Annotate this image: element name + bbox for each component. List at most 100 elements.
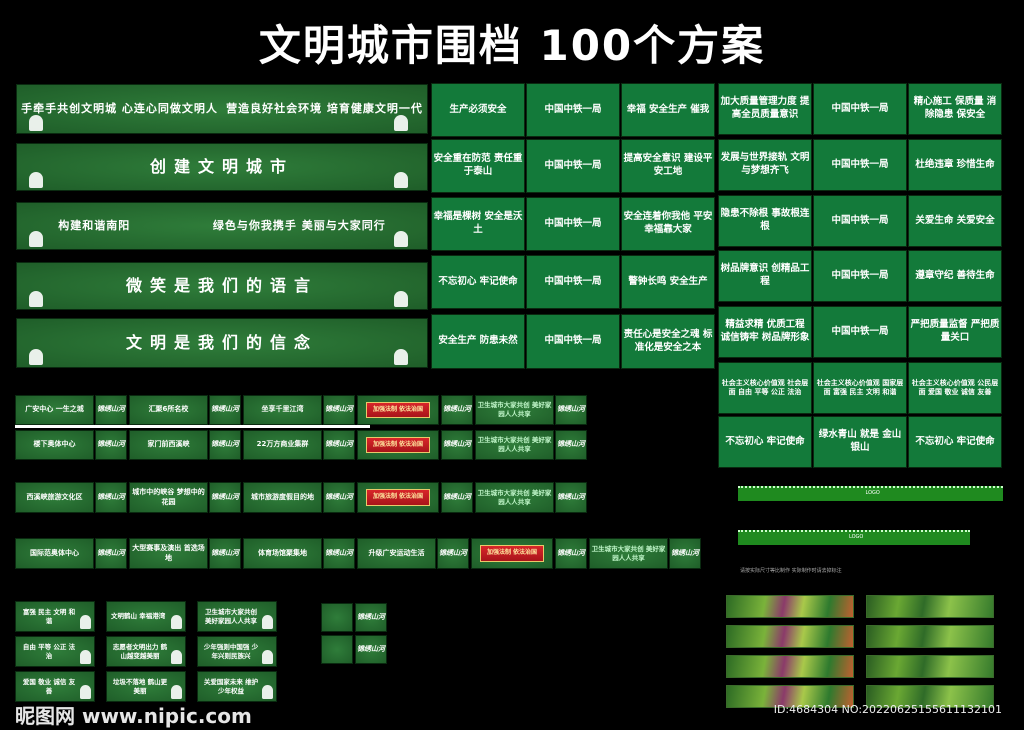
panel-text: 中国中铁一局 bbox=[831, 158, 889, 170]
safety-panel: 社会主义核心价值观 社会层面 自由 平等 公正 法治 bbox=[718, 362, 812, 414]
panel-text: 锦绣山河 bbox=[443, 440, 471, 449]
panel-text: 精心施工 保质量 消除隐患 保安全 bbox=[913, 96, 997, 120]
hoarding-panel: 大型赛事及演出 首选场地 bbox=[129, 538, 208, 569]
plant-wall-photo bbox=[866, 655, 994, 678]
silhouette-icon bbox=[394, 115, 409, 131]
silhouette-icon bbox=[29, 349, 44, 365]
panel-text: 不忘初心 牢记使命 bbox=[915, 435, 995, 447]
logo-panel: 锦绣山河 bbox=[441, 430, 473, 460]
page-title: 文明城市围档 100个方案 bbox=[258, 21, 766, 70]
safety-panel: 中国中铁一局 bbox=[813, 306, 907, 358]
silhouette-icon bbox=[29, 291, 44, 307]
logo-panel: 锦绣山河 bbox=[323, 482, 355, 513]
silhouette-icon bbox=[170, 650, 182, 664]
plant-wall-photo bbox=[866, 625, 994, 648]
slogan-panel: 卫生城市大家共创 美好家园人人共享 bbox=[475, 482, 554, 513]
panel-text: 安全连着你我他 平安幸福靠大家 bbox=[623, 211, 713, 235]
silhouette-icon bbox=[394, 349, 409, 365]
safety-panel: 树品牌意识 创精品工程 bbox=[718, 250, 812, 302]
plant-wall-photo bbox=[726, 655, 854, 678]
civic-panel: 卫生城市大家共创 美好家园人人共享 bbox=[197, 601, 277, 632]
silhouette-icon bbox=[261, 650, 273, 664]
hoarding-panel: 国际范奥体中心 bbox=[15, 538, 94, 569]
slogan-banner: 创建文明城市 bbox=[16, 143, 428, 191]
divider-line bbox=[15, 425, 370, 428]
silhouette-icon bbox=[261, 615, 273, 629]
safety-panel: 绿水青山 就是 金山银山 bbox=[813, 416, 907, 468]
panel-text: 广安中心 一生之城 bbox=[25, 405, 84, 414]
panel-text: 营造良好社会环境 培育健康文明一代 bbox=[226, 101, 423, 115]
panel-text: 提高安全意识 建设平安工地 bbox=[623, 153, 713, 177]
silhouette-icon bbox=[170, 615, 182, 629]
panel-text: 卫生城市大家共创 美好家园人人共享 bbox=[205, 607, 257, 625]
panel-text: 树品牌意识 创精品工程 bbox=[720, 263, 810, 287]
panel-text: 城市中的峡谷 梦想中的花园 bbox=[132, 488, 205, 506]
panel-text: 卫生城市大家共创 美好家园人人共享 bbox=[591, 544, 666, 562]
panel-text: 中国中铁一局 bbox=[544, 335, 602, 347]
logo-panel: 锦绣山河 bbox=[441, 482, 473, 513]
logo-panel: 锦绣山河 bbox=[209, 482, 241, 513]
plant-wall-photo bbox=[726, 685, 854, 708]
panel-text: 垃圾不落地 鹤山更美丽 bbox=[112, 677, 168, 695]
wall-label: LOGO bbox=[849, 534, 864, 540]
safety-panel: 生产必须安全 bbox=[431, 83, 525, 137]
plant-wall-photo bbox=[866, 685, 994, 708]
safety-panel: 发展与世界接轨 文明与梦想齐飞 bbox=[718, 139, 812, 191]
logo-panel: 锦绣山河 bbox=[555, 538, 587, 569]
panel-text: 锦绣山河 bbox=[443, 492, 471, 501]
panel-text: 文明是我们的信念 bbox=[125, 333, 318, 353]
panel-text: 西溪峡旅游文化区 bbox=[26, 492, 83, 501]
panel-text: 中国中铁一局 bbox=[544, 103, 602, 115]
safety-panel: 精益求精 优质工程 诚信铸牢 树品牌形象 bbox=[718, 306, 812, 358]
logo-panel: 锦绣山河 bbox=[95, 482, 127, 513]
silhouette-icon bbox=[394, 172, 409, 188]
panel-text: 社会主义核心价值观 国家层面 富强 民主 文明 和谐 bbox=[816, 378, 904, 396]
civic-panel: 关爱国家未来 维护少年权益 bbox=[197, 671, 277, 702]
hoarding-panel: 西溪峡旅游文化区 bbox=[15, 482, 94, 513]
safety-panel: 中国中铁一局 bbox=[526, 83, 620, 137]
panel-text: 城市旅游度假目的地 bbox=[251, 492, 314, 501]
slogan-panel: 卫生城市大家共创 美好家园人人共享 bbox=[475, 395, 554, 425]
safety-panel: 安全连着你我他 平安幸福靠大家 bbox=[621, 197, 715, 251]
civic-panel: 垃圾不落地 鹤山更美丽 bbox=[106, 671, 186, 702]
hoarding-panel: 升级广安运动生活 bbox=[357, 538, 436, 569]
panel-text: 锦绣山河 bbox=[325, 492, 353, 501]
panel-text: 社会主义核心价值观 社会层面 自由 平等 公正 法治 bbox=[721, 378, 809, 396]
panel-text: 责任心是安全之魂 标准化是安全之本 bbox=[623, 328, 713, 353]
safety-panel: 不忘初心 牢记使命 bbox=[431, 255, 525, 309]
panel-text: 中国中铁一局 bbox=[831, 325, 889, 337]
civic-panel: 爱国 敬业 诚信 友善 bbox=[15, 671, 95, 702]
logo-panel: 锦绣山河 bbox=[209, 430, 241, 460]
panel-text: 幸福 安全生产 催我 bbox=[626, 103, 710, 115]
hoarding-panel: 体育场馆聚集地 bbox=[243, 538, 322, 569]
safety-panel: 中国中铁一局 bbox=[813, 250, 907, 302]
panel-text: 锦绣山河 bbox=[325, 405, 353, 414]
panel-text: 社会主义核心价值观 公民层面 爱国 敬业 诚信 友善 bbox=[911, 378, 999, 396]
safety-panel: 不忘初心 牢记使命 bbox=[718, 416, 812, 468]
safety-panel: 不忘初心 牢记使命 bbox=[908, 416, 1002, 468]
safety-panel: 杜绝违章 珍惜生命 bbox=[908, 139, 1002, 191]
civic-panel: 自由 平等 公正 法治 bbox=[15, 636, 95, 667]
panel-text: 加大质量管理力度 提高全员质量意识 bbox=[720, 96, 810, 120]
silhouette-icon bbox=[79, 650, 91, 664]
panel-text: 中国中铁一局 bbox=[831, 102, 889, 114]
panel-text: 锦绣山河 bbox=[211, 492, 239, 501]
logo-panel: 锦绣山河 bbox=[95, 430, 127, 460]
safety-panel: 中国中铁一局 bbox=[526, 255, 620, 309]
civic-panel: 富强 民主 文明 和谐 bbox=[15, 601, 95, 632]
panel-text: 家门前西溪峡 bbox=[147, 440, 190, 449]
panel-text: 锦绣山河 bbox=[211, 405, 239, 414]
safety-panel: 警钟长鸣 安全生产 bbox=[621, 255, 715, 309]
safety-panel: 中国中铁一局 bbox=[526, 139, 620, 193]
panel-text: 构建和谐南阳 bbox=[58, 218, 131, 232]
panel-text: 锦绣山河 bbox=[557, 405, 585, 414]
wall-note: 请按实际尺寸等比制作 实际制作时请去掉标注 bbox=[740, 568, 842, 574]
slogan-banner: 手牵手共创文明城 心连心同做文明人营造良好社会环境 培育健康文明一代 bbox=[16, 84, 428, 134]
red-panel-frame bbox=[321, 635, 353, 664]
safety-panel: 责任心是安全之魂 标准化是安全之本 bbox=[621, 314, 715, 369]
logo-panel: 锦绣山河 bbox=[209, 395, 241, 425]
hoarding-panel: 坐享千里江湾 bbox=[243, 395, 322, 425]
panel-text: 志愿者文明出力 鹤山越变越美丽 bbox=[112, 642, 168, 660]
image-id: ID:4684304 NO:20220625155611132101 bbox=[773, 703, 1002, 716]
safety-panel: 幸福 安全生产 催我 bbox=[621, 83, 715, 137]
